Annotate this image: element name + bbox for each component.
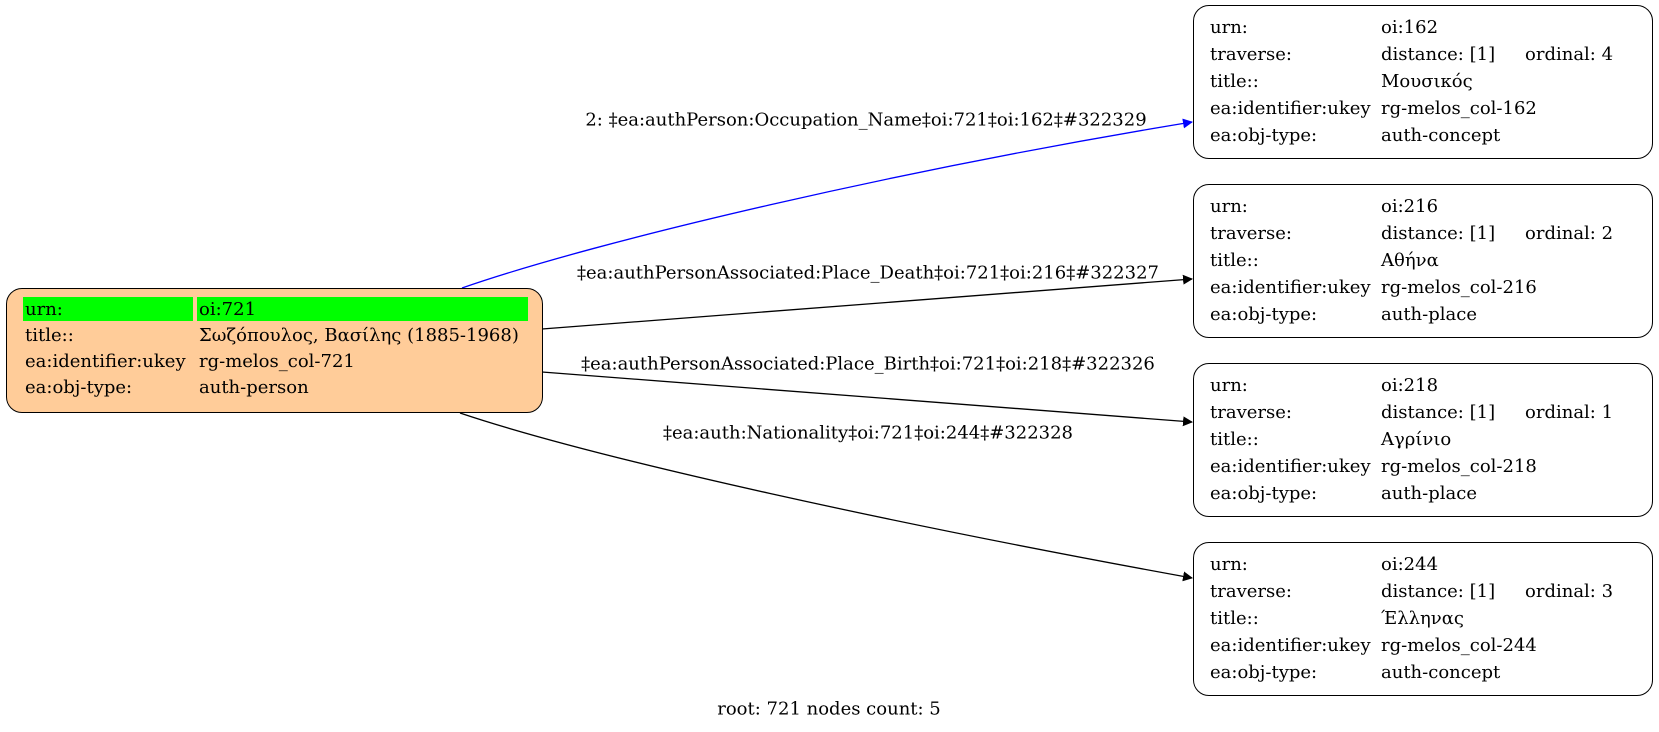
row-urn: urn: oi:218	[1208, 373, 1627, 397]
row-ukey: ea:identifier:ukey rg-melos_col-244	[1208, 633, 1627, 657]
edge-label-place-death: ‡ea:authPersonAssociated:Place_Death‡oi:…	[577, 262, 1159, 284]
distance-value: distance: [1]	[1381, 222, 1496, 244]
graph-footer: root: 721 nodes count: 5	[717, 698, 941, 720]
row-value: oi:162	[1381, 16, 1439, 38]
row-value: rg-melos_col-721	[199, 350, 355, 372]
root-node[interactable]: urn: oi:721 title:: Σωζόπουλος, Βασίλης …	[6, 288, 543, 413]
row-ukey: ea:identifier:ukey rg-melos_col-162	[1208, 96, 1627, 120]
distance-value: distance: [1]	[1381, 401, 1496, 423]
row-key: ea:identifier:ukey	[1210, 276, 1371, 298]
edge-nationality	[459, 412, 1193, 582]
row-value: auth-place	[1381, 482, 1477, 504]
row-title: title::Έλληνας	[1208, 606, 1627, 630]
row-urn: urn: oi:216	[1208, 194, 1627, 218]
root-row-title: title:: Σωζόπουλος, Βασίλης (1885-1968)	[23, 323, 528, 347]
row-key: traverse:	[1210, 580, 1292, 602]
row-key: title::	[25, 324, 74, 346]
child-node-table: urn: oi:218 traverse: distance: [1] ordinal…	[1204, 370, 1631, 508]
row-value: Αγρίνιο	[1381, 428, 1452, 450]
edge-place-birth	[541, 371, 1193, 427]
row-traverse: traverse: distance: [1] ordinal: 2	[1208, 221, 1627, 245]
row-key: title::	[1210, 428, 1259, 450]
row-key: urn:	[1210, 195, 1248, 217]
row-key: ea:obj-type:	[25, 376, 133, 398]
row-title: title::Αγρίνιο	[1208, 427, 1627, 451]
row-title: title::Μουσικός	[1208, 69, 1627, 93]
edge-label-place-birth: ‡ea:authPersonAssociated:Place_Birth‡oi:…	[581, 353, 1155, 375]
distance-value: distance: [1]	[1381, 580, 1496, 602]
row-key: urn:	[1210, 553, 1248, 575]
child-node-oi-162[interactable]: urn: oi:162 traverse: distance: [1] ordinal…	[1193, 5, 1653, 159]
row-ukey: ea:identifier:ukey rg-melos_col-216	[1208, 275, 1627, 299]
row-key: traverse:	[1210, 43, 1292, 65]
row-key: ea:obj-type:	[1210, 482, 1318, 504]
row-urn: urn: oi:244	[1208, 552, 1627, 576]
row-key: urn:	[1210, 374, 1248, 396]
row-key: ea:identifier:ukey	[1210, 455, 1371, 477]
root-row-ukey: ea:identifier:ukey rg-melos_col-721	[23, 349, 528, 373]
row-value: oi:216	[1381, 195, 1439, 217]
row-key: ea:obj-type:	[1210, 661, 1318, 683]
row-urn: urn: oi:162	[1208, 15, 1627, 39]
row-key: ea:identifier:ukey	[1210, 634, 1371, 656]
ordinal-value: ordinal: 1	[1525, 401, 1614, 423]
edge-place-death	[541, 274, 1193, 330]
child-node-table: urn: oi:216 traverse: distance: [1] ordinal…	[1204, 191, 1631, 329]
row-key: title::	[1210, 249, 1259, 271]
row-value: Σωζόπουλος, Βασίλης (1885-1968)	[199, 324, 519, 346]
child-node-oi-244[interactable]: urn: oi:244 traverse: distance: [1] ordinal…	[1193, 542, 1653, 696]
child-node-oi-218[interactable]: urn: oi:218 traverse: distance: [1] ordinal…	[1193, 363, 1653, 517]
row-value: rg-melos_col-218	[1381, 455, 1537, 477]
row-traverse: traverse: distance: [1] ordinal: 1	[1208, 400, 1627, 424]
row-key: title::	[1210, 70, 1259, 92]
row-key: title::	[1210, 607, 1259, 629]
row-value: auth-concept	[1381, 124, 1501, 146]
row-type: ea:obj-type: auth-concept	[1208, 123, 1627, 147]
ordinal-value: ordinal: 2	[1525, 222, 1614, 244]
ordinal-value: ordinal: 3	[1525, 580, 1614, 602]
row-value: Μουσικός	[1381, 70, 1473, 92]
row-type: ea:obj-type: auth-place	[1208, 302, 1627, 326]
row-key: ea:identifier:ukey	[1210, 97, 1371, 119]
row-type: ea:obj-type: auth-concept	[1208, 660, 1627, 684]
row-key: ea:identifier:ukey	[25, 350, 186, 372]
root-row-type: ea:obj-type: auth-person	[23, 375, 528, 399]
row-key: urn:	[23, 297, 193, 321]
row-value: auth-place	[1381, 303, 1477, 325]
row-value: rg-melos_col-162	[1381, 97, 1537, 119]
row-ukey: ea:identifier:ukey rg-melos_col-218	[1208, 454, 1627, 478]
ordinal-value: ordinal: 4	[1525, 43, 1614, 65]
row-value: rg-melos_col-244	[1381, 634, 1537, 656]
row-key: traverse:	[1210, 222, 1292, 244]
row-value: oi:721	[197, 297, 528, 321]
child-node-table: urn: oi:162 traverse: distance: [1] ordinal…	[1204, 12, 1631, 150]
child-node-table: urn: oi:244 traverse: distance: [1] ordinal…	[1204, 549, 1631, 687]
row-value: auth-person	[199, 376, 309, 398]
row-title: title::Αθήνα	[1208, 248, 1627, 272]
row-traverse: traverse: distance: [1] ordinal: 3	[1208, 579, 1627, 603]
row-value: oi:218	[1381, 374, 1439, 396]
distance-value: distance: [1]	[1381, 43, 1496, 65]
root-row-urn: urn: oi:721	[23, 297, 528, 321]
row-value: rg-melos_col-216	[1381, 276, 1537, 298]
row-value: auth-concept	[1381, 661, 1501, 683]
edge-label-occupation: 2: ‡ea:authPerson:Occupation_Name‡oi:721…	[585, 109, 1147, 131]
row-value: oi:244	[1381, 553, 1439, 575]
row-key: ea:obj-type:	[1210, 124, 1318, 146]
row-key: traverse:	[1210, 401, 1292, 423]
row-traverse: traverse: distance: [1] ordinal: 4	[1208, 42, 1627, 66]
root-node-table: urn: oi:721 title:: Σωζόπουλος, Βασίλης …	[19, 295, 532, 401]
row-value: Αθήνα	[1381, 249, 1439, 271]
row-value: Έλληνας	[1381, 607, 1464, 629]
row-type: ea:obj-type: auth-place	[1208, 481, 1627, 505]
child-node-oi-216[interactable]: urn: oi:216 traverse: distance: [1] ordinal…	[1193, 184, 1653, 338]
row-key: ea:obj-type:	[1210, 303, 1318, 325]
edge-occupation	[461, 118, 1193, 289]
row-key: urn:	[1210, 16, 1248, 38]
edge-label-nationality: ‡ea:auth:Nationality‡oi:721‡oi:244‡#3223…	[662, 422, 1074, 444]
